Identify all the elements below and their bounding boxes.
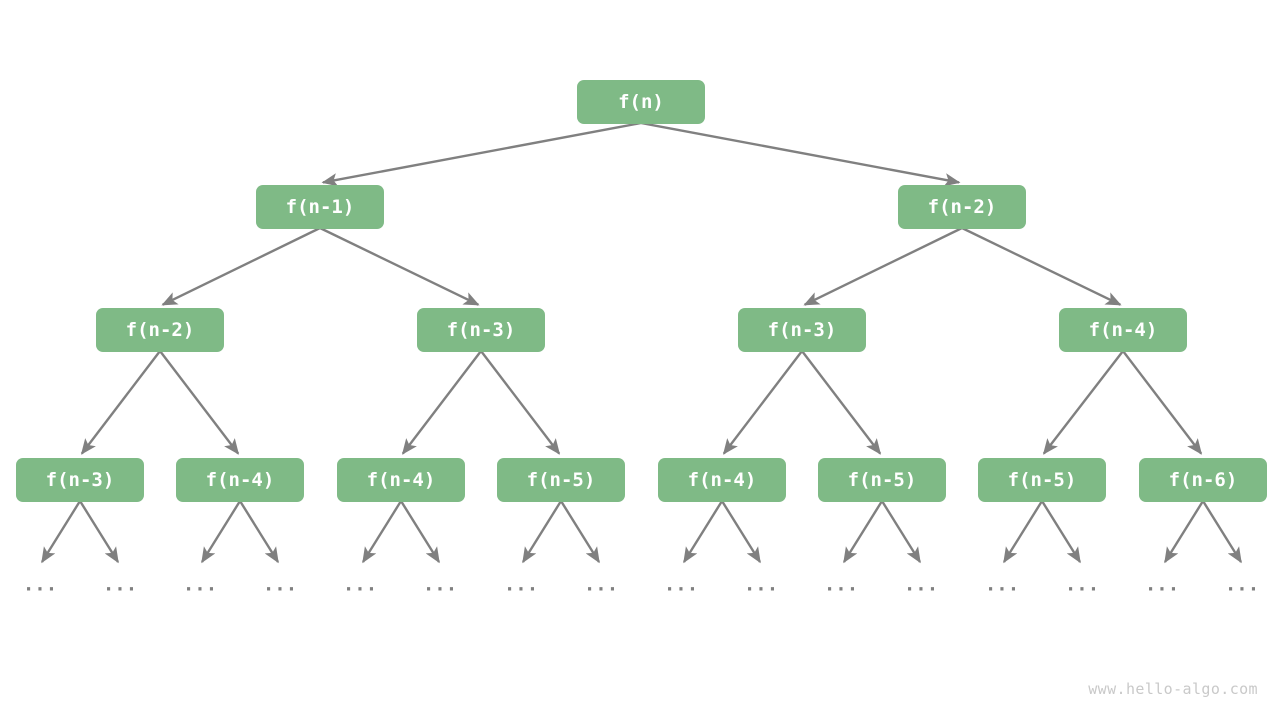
leaf-edge xyxy=(720,500,762,564)
tree-node-fn-2: f(n-2) xyxy=(96,308,224,352)
watermark: www.hello-algo.com xyxy=(1088,680,1258,698)
tree-edge xyxy=(1122,350,1203,455)
leaf-edge xyxy=(1040,500,1082,564)
tree-edge xyxy=(159,350,240,455)
tree-node-fn-3: f(n-3) xyxy=(417,308,545,352)
tree-node-fn-4: f(n-4) xyxy=(1059,308,1187,352)
tree-edge xyxy=(401,350,482,455)
tree-edge xyxy=(80,350,161,455)
ellipsis-marker: ... xyxy=(823,573,859,596)
tree-node-fn-6: f(n-6) xyxy=(1139,458,1267,502)
ellipsis-marker: ... xyxy=(984,573,1020,596)
tree-node-fn-3: f(n-3) xyxy=(16,458,144,502)
tree-edge xyxy=(161,226,321,306)
ellipsis-marker: ... xyxy=(1144,573,1180,596)
tree-node-fn-3: f(n-3) xyxy=(738,308,866,352)
ellipsis-marker: ... xyxy=(743,573,779,596)
tree-node-fn-1: f(n-1) xyxy=(256,185,384,229)
leaf-edge xyxy=(1163,500,1205,564)
ellipsis-marker: ... xyxy=(182,573,218,596)
leaf-edge xyxy=(842,500,884,564)
tree-edge xyxy=(961,226,1122,306)
leaf-edge xyxy=(361,500,403,564)
leaf-edge xyxy=(559,500,601,564)
tree-edge xyxy=(722,350,803,455)
ellipsis-marker: ... xyxy=(342,573,378,596)
leaf-edge xyxy=(521,500,563,564)
ellipsis-marker: ... xyxy=(102,573,138,596)
leaf-edge xyxy=(880,500,922,564)
tree-node-fn-5: f(n-5) xyxy=(978,458,1106,502)
ellipsis-marker: ... xyxy=(663,573,699,596)
tree-edge xyxy=(1042,350,1124,455)
ellipsis-marker: ... xyxy=(1224,573,1260,596)
tree-node-fn: f(n) xyxy=(577,80,705,124)
leaf-edge xyxy=(40,500,82,564)
ellipsis-marker: ... xyxy=(262,573,298,596)
leaf-edge xyxy=(682,500,724,564)
ellipsis-marker: ... xyxy=(503,573,539,596)
tree-node-fn-5: f(n-5) xyxy=(818,458,946,502)
tree-edge xyxy=(801,350,882,455)
ellipsis-marker: ... xyxy=(1064,573,1100,596)
tree-edge xyxy=(480,350,561,455)
leaf-edge xyxy=(1002,500,1044,564)
ellipsis-marker: ... xyxy=(422,573,458,596)
ellipsis-marker: ... xyxy=(903,573,939,596)
tree-edge xyxy=(640,121,961,187)
tree-node-fn-4: f(n-4) xyxy=(176,458,304,502)
leaf-edge xyxy=(200,500,242,564)
leaf-edge xyxy=(1201,500,1243,564)
tree-edge xyxy=(321,121,642,187)
tree-node-fn-5: f(n-5) xyxy=(497,458,625,502)
leaf-edge xyxy=(399,500,441,564)
tree-node-fn-4: f(n-4) xyxy=(337,458,465,502)
ellipsis-marker: ... xyxy=(583,573,619,596)
tree-node-fn-2: f(n-2) xyxy=(898,185,1026,229)
tree-edge xyxy=(319,226,480,306)
tree-node-fn-4: f(n-4) xyxy=(658,458,786,502)
tree-edge xyxy=(803,226,963,306)
ellipsis-marker: ... xyxy=(22,573,58,596)
leaf-edge xyxy=(238,500,280,564)
leaf-edge xyxy=(78,500,120,564)
